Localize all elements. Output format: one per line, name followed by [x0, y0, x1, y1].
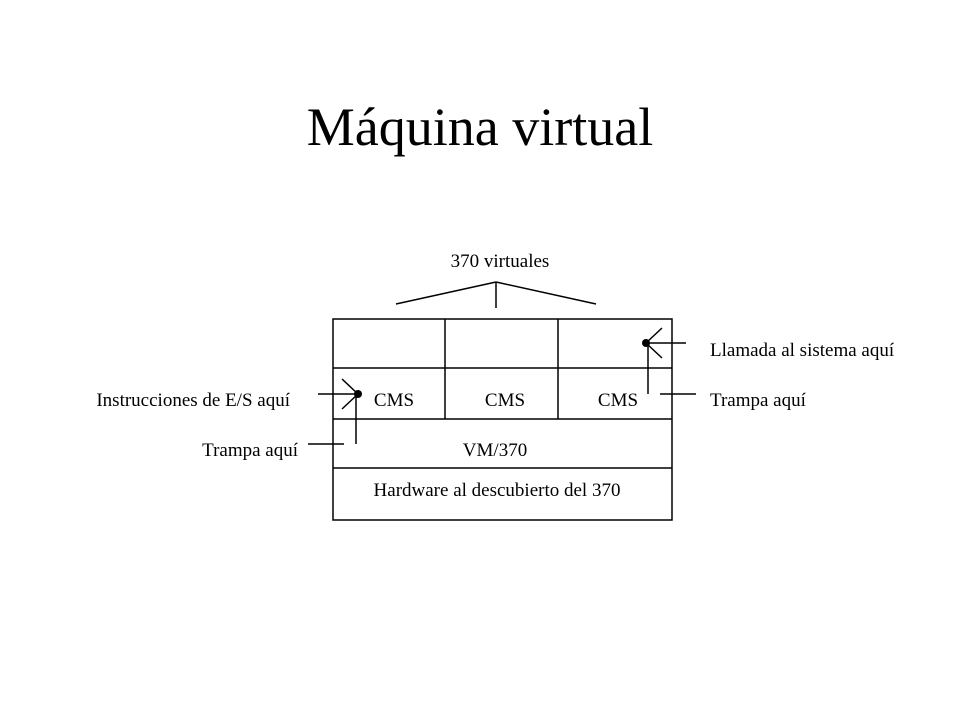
cms-label-2: CMS — [485, 390, 525, 411]
io-dot — [354, 390, 362, 398]
io-annotation: Instrucciones de E/S aquí — [96, 390, 290, 411]
hardware-label: Hardware al descubierto del 370 — [374, 480, 621, 501]
cms-label-3: CMS — [598, 390, 638, 411]
virtual-machines-bracket — [395, 281, 597, 308]
syscall-pointer — [645, 327, 686, 394]
trap-right-annotation: Trampa aquí — [710, 390, 807, 411]
trap-left-annotation: Trampa aquí — [202, 440, 299, 461]
vm370-label: VM/370 — [463, 440, 527, 461]
cms-label-1: CMS — [374, 390, 414, 411]
io-pointer — [318, 378, 359, 444]
syscall-dot — [642, 339, 650, 347]
page-title: Máquina virtual — [306, 97, 654, 157]
virtual-machines-label: 370 virtuales — [451, 251, 550, 272]
layer-stack — [332, 318, 673, 521]
syscall-annotation: Llamada al sistema aquí — [710, 340, 895, 361]
